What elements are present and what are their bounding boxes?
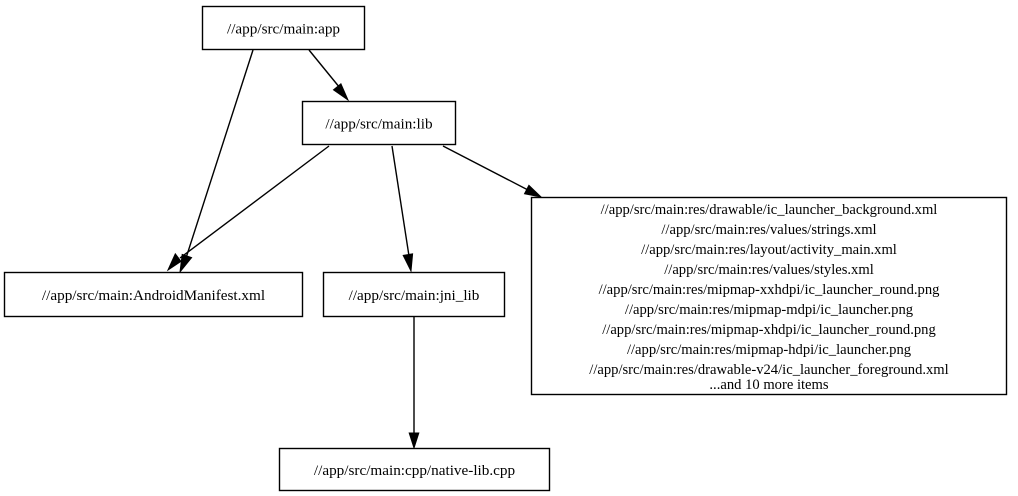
graph-node-native-lib[interactable]: //app/src/main:cpp/native-lib.cpp: [278, 447, 551, 492]
arrowhead-icon: [408, 432, 420, 450]
node-label-line: //app/src/main:res/values/strings.xml: [661, 222, 876, 238]
graph-node-app[interactable]: //app/src/main:app: [201, 5, 366, 51]
node-box[interactable]: [301, 100, 457, 146]
node-label-line: //app/src/main:res/mipmap-xhdpi/ic_launc…: [602, 322, 936, 338]
node-box[interactable]: [3, 271, 304, 318]
graph-node-lib[interactable]: //app/src/main:lib: [301, 100, 457, 146]
edge-lib-to-manifest: [166, 145, 330, 272]
node-box[interactable]: [201, 5, 366, 51]
node-label-line: //app/src/main:res/drawable/ic_launcher_…: [601, 202, 938, 218]
edge-jni-lib-to-native-lib: [408, 317, 420, 450]
arrowhead-icon: [179, 253, 193, 274]
graph-node-jni-lib[interactable]: //app/src/main:jni_lib: [322, 271, 506, 318]
node-label: //app/src/main:jni_lib: [349, 287, 480, 304]
node-label: //app/src/main:AndroidManifest.xml: [42, 287, 265, 304]
edge-app-to-lib: [308, 49, 350, 102]
node-label: //app/src/main:lib: [325, 116, 433, 133]
node-box[interactable]: [322, 271, 506, 318]
node-box[interactable]: [530, 196, 1008, 396]
node-label-line: //app/src/main:res/drawable-v24/ic_launc…: [589, 362, 948, 378]
edge-app-to-manifest: [179, 49, 254, 274]
node-label-line: //app/src/main:res/values/styles.xml: [664, 262, 874, 278]
arrowhead-icon: [332, 82, 350, 102]
arrowhead-icon: [166, 252, 182, 272]
node-label: //app/src/main:cpp/native-lib.cpp: [314, 462, 515, 479]
arrowhead-icon: [523, 184, 543, 198]
node-label: //app/src/main:app: [227, 21, 340, 38]
node-label-more-items: ...and 10 more items: [709, 377, 828, 393]
node-label-line: //app/src/main:res/mipmap-mdpi/ic_launch…: [625, 302, 914, 318]
edge-lib-to-jni-lib: [391, 145, 414, 273]
node-box[interactable]: [278, 447, 551, 492]
edge-line: [308, 49, 341, 89]
node-label-line: //app/src/main:res/mipmap-hdpi/ic_launch…: [627, 342, 912, 358]
edge-line: [179, 145, 330, 259]
edge-lib-to-resources: [442, 145, 543, 198]
node-label-line: //app/src/main:res/mipmap-xxhdpi/ic_laun…: [599, 282, 941, 298]
graph-node-androidmanifest[interactable]: //app/src/main:AndroidManifest.xml: [3, 271, 304, 318]
edge-group: [166, 49, 543, 450]
edge-line: [185, 49, 254, 259]
edge-line: [391, 145, 410, 257]
arrowhead-icon: [402, 253, 414, 273]
graph-node-resources[interactable]: //app/src/main:res/drawable/ic_launcher_…: [530, 196, 1008, 396]
edge-line: [442, 145, 529, 191]
node-label-line: //app/src/main:res/layout/activity_main.…: [641, 242, 897, 258]
